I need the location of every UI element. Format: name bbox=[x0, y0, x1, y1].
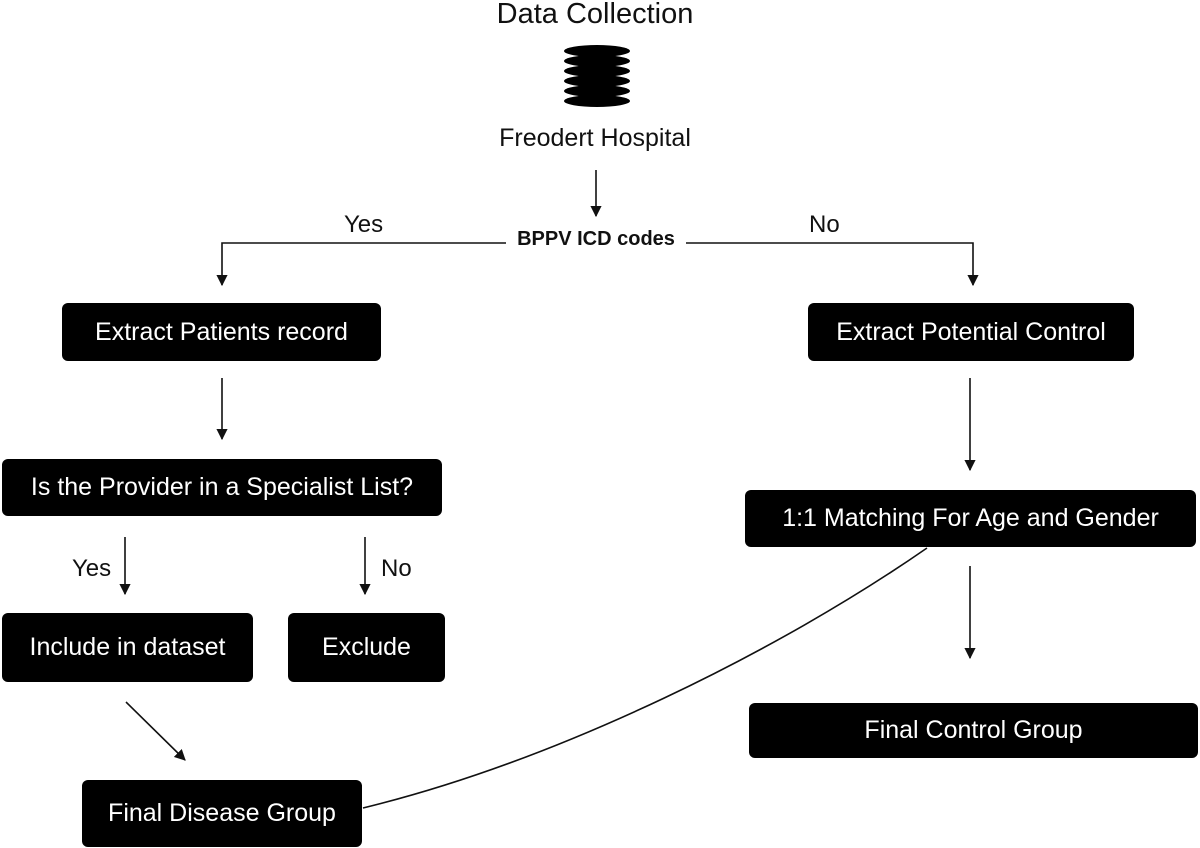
matching-to-disease-curve bbox=[362, 547, 928, 809]
include-to-disease-arrow bbox=[125, 701, 186, 761]
decision-no-connector bbox=[682, 242, 979, 287]
exclude-box: Exclude bbox=[288, 613, 445, 682]
age-gender-matching-box: 1:1 Matching For Age and Gender bbox=[745, 490, 1196, 547]
diagram-title: Data Collection bbox=[496, 0, 694, 30]
decision-yes-connector bbox=[216, 242, 512, 287]
final-control-group-box: Final Control Group bbox=[749, 703, 1198, 758]
extract-patients-record-box: Extract Patients record bbox=[62, 303, 381, 361]
source-hospital-label: Freodert Hospital bbox=[499, 124, 691, 152]
specialist-list-question-box: Is the Provider in a Specialist List? bbox=[2, 459, 442, 516]
include-in-dataset-box: Include in dataset bbox=[2, 613, 253, 682]
decision-no-label: No bbox=[809, 211, 840, 238]
extract-potential-control-box: Extract Potential Control bbox=[808, 303, 1134, 361]
final-disease-group-box: Final Disease Group bbox=[82, 780, 362, 847]
decision-yes-label: Yes bbox=[344, 211, 384, 238]
specialist-yes-label: Yes bbox=[72, 555, 112, 582]
decision-label: BPPV ICD codes bbox=[506, 228, 686, 251]
database-icon bbox=[564, 45, 630, 107]
specialist-no-label: No bbox=[381, 555, 412, 582]
